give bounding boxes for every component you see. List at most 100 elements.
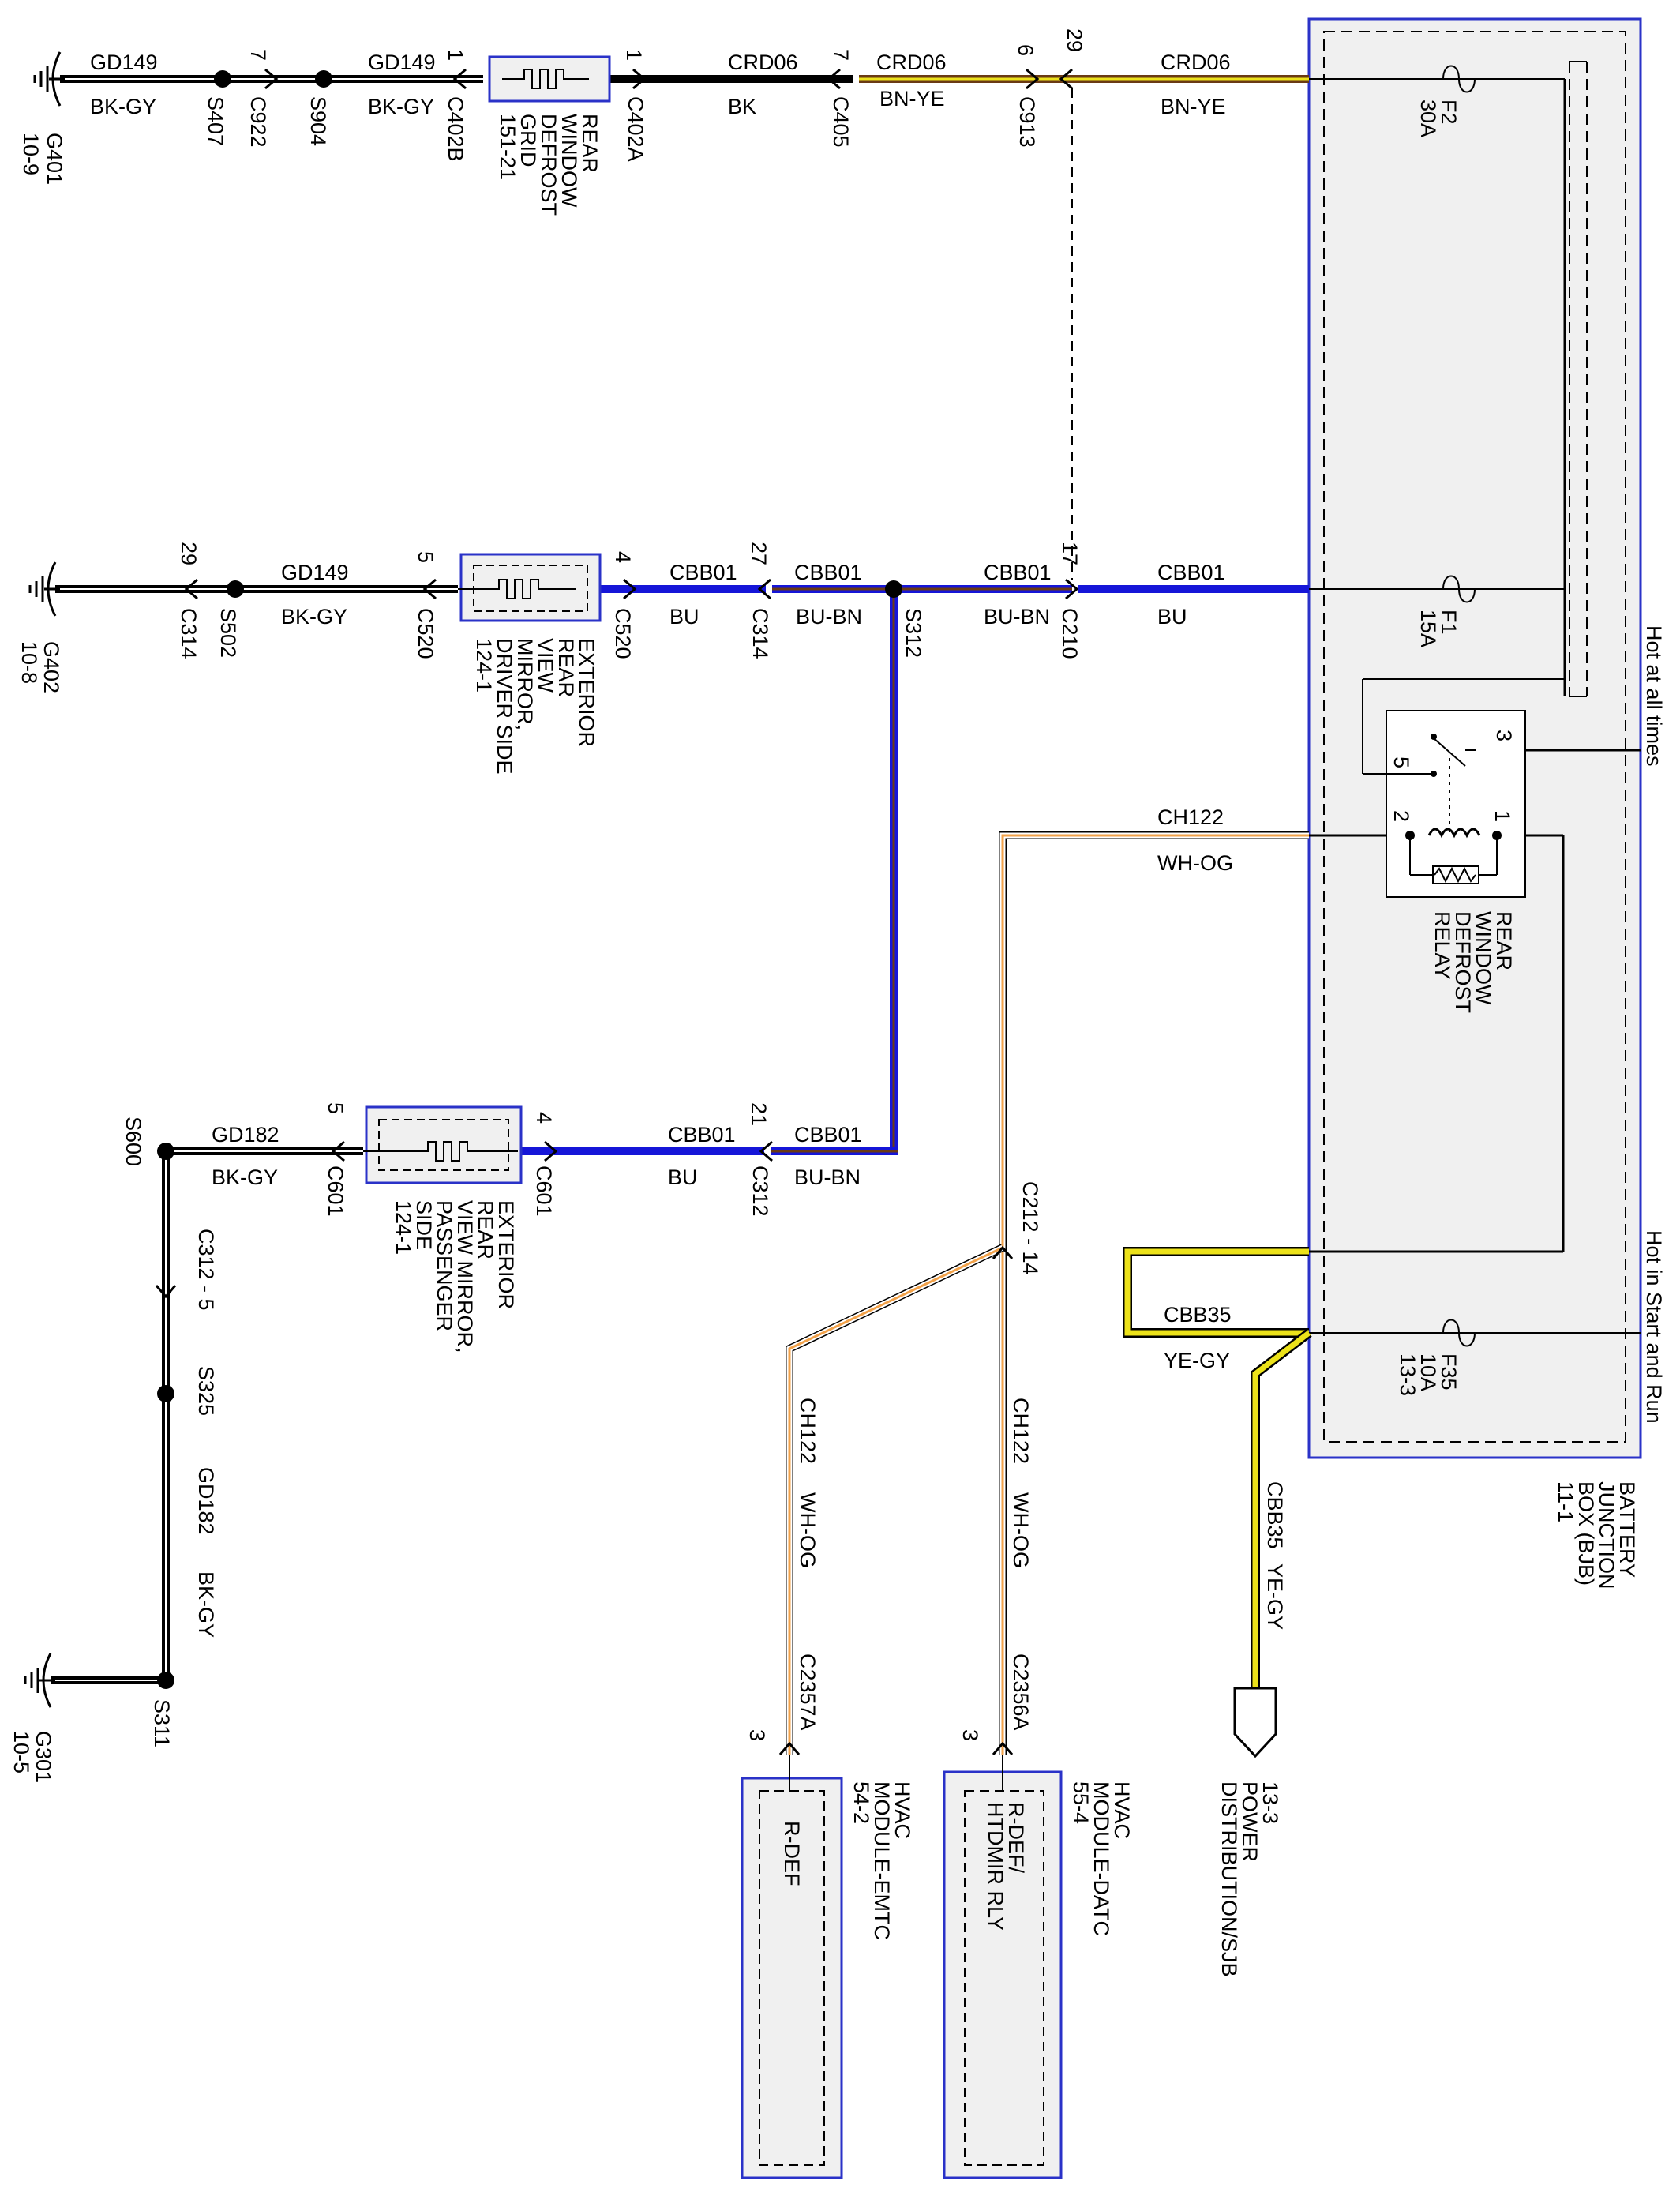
wire-cbb35-down-fill [1252, 1331, 1311, 1688]
wire-label-circuit: GD149 [281, 561, 349, 584]
hot-in-start-run-label: Hot in Start and Run [1642, 1230, 1666, 1424]
fuse-label: F35 [1437, 1353, 1461, 1391]
wire-label-circuit: CBB35 [1263, 1481, 1287, 1549]
fuse-f1-icon [1442, 575, 1476, 603]
conn-c2357a-icon [778, 1741, 801, 1755]
wire-label-circuit: GD182 [212, 1123, 279, 1147]
wire-label-color: BK [728, 95, 756, 118]
ground-icon [28, 561, 60, 617]
component-line: DEFROST [537, 114, 561, 216]
bjb-title-line: BATTERY [1615, 1481, 1639, 1578]
connector-label: C402B [444, 96, 467, 162]
wire-label-circuit: CH122 [1157, 805, 1224, 829]
conn-c402a-icon [632, 68, 647, 90]
splice-label: S407 [204, 96, 227, 146]
relay-node-2 [1405, 831, 1415, 840]
component-line: PASSENGER [433, 1200, 456, 1331]
ground-label: G402 [39, 641, 63, 693]
connector-label: C210 [1058, 608, 1082, 659]
conn-c210-icon [1065, 578, 1079, 600]
hvac-line: HVAC [891, 1781, 914, 1839]
conn-c913-icon [1026, 68, 1040, 90]
relay-contact-3 [1431, 734, 1437, 740]
wire-label-circuit: CH122 [1009, 1398, 1033, 1464]
wire-label-color: YE-GY [1263, 1563, 1287, 1630]
relay-coil [1427, 828, 1481, 839]
wire-label-circuit: CBB35 [1164, 1303, 1232, 1327]
relay-pin-label: 2 [1389, 810, 1413, 822]
splice-s311 [157, 1672, 174, 1689]
component-line: 151-21 [496, 114, 519, 180]
wire-label-color: WH-OG [1157, 851, 1233, 875]
wire-label-color: WH-OG [796, 1492, 819, 1568]
relay-label: REAR WINDOW DEFROST RELAY [1431, 911, 1516, 1013]
wire-ch122-branch-fill [786, 1244, 1004, 1755]
splice-s325 [157, 1385, 174, 1402]
conn-c314b-icon [757, 578, 771, 600]
hvac-line: MODULE-EMTC [870, 1781, 894, 1940]
wire-label-color: BN-YE [879, 87, 945, 111]
ground-icon [33, 51, 65, 107]
passenger-mirror-heater-icon [363, 1141, 518, 1162]
conn-c601a-icon [331, 1140, 345, 1162]
wire-label-circuit: CRD06 [876, 51, 947, 74]
conn-c312-vert-icon [155, 1285, 177, 1299]
component-line: DRIVER SIDE [493, 638, 516, 775]
hvac-emtc-function: R-DEF [780, 1821, 804, 1886]
conn-c402b-icon [452, 68, 467, 90]
splice-s407 [214, 70, 231, 88]
pin-label: 7 [829, 49, 853, 61]
component-line: VIEW [534, 638, 557, 693]
wire-label-color: BK-GY [281, 605, 347, 629]
conn-c312-icon [759, 1140, 773, 1162]
driver-mirror-heater-icon [458, 579, 576, 599]
splice-label: S325 [194, 1366, 218, 1416]
wire-label-color: BU [669, 605, 699, 629]
connector-label: C405 [829, 96, 853, 148]
conn-c520b-icon [623, 578, 637, 600]
pin-label: 3 [958, 1729, 982, 1741]
connector-label: C2356A [1009, 1653, 1033, 1731]
connector-label: C314 [177, 608, 201, 659]
connector-label: C922 [246, 96, 270, 148]
ground-ref: 10-5 [9, 1731, 33, 1773]
wire-label-color: BN-YE [1161, 95, 1226, 118]
conn-c922-icon [264, 68, 279, 90]
ground-ref: 10-9 [19, 133, 43, 175]
hvac-emtc-inner [759, 1790, 825, 2166]
power-dist-connector-icon [1233, 1687, 1277, 1758]
power-dist-line: 13-3 [1258, 1781, 1282, 1824]
component-line: REAR [554, 638, 578, 697]
wire-label-color: BU-BN [794, 1165, 861, 1189]
conn-c2356a-icon [992, 1741, 1014, 1755]
conn-c520a-icon [422, 578, 437, 600]
fuse-ref: 13-3 [1396, 1353, 1419, 1396]
fuse-label: F1 [1437, 610, 1461, 635]
splice-s502 [227, 580, 244, 598]
wire-label-color: WH-OG [1009, 1492, 1033, 1568]
relay-resistor-zigzag [1434, 866, 1476, 884]
pin-label: 17 [1058, 542, 1082, 565]
wire-label-color: BU-BN [984, 605, 1050, 629]
component-line: WINDOW [557, 114, 581, 208]
wire-label-circuit: CRD06 [1161, 51, 1231, 74]
connector-label: C520 [414, 608, 437, 659]
wire-ch122-main-stripe [1001, 834, 1309, 1755]
relay-line: REAR [1492, 911, 1516, 970]
wire-ch122-branch [786, 1244, 1005, 1755]
pin-label: 1 [444, 49, 467, 61]
driver-mirror-label: EXTERIOR REAR VIEW MIRROR, DRIVER SIDE 1… [472, 638, 598, 775]
pin-label: 1 [622, 49, 646, 61]
fuse-label: F2 [1437, 99, 1461, 125]
wire-label-color: BU [1157, 605, 1187, 629]
connector-label: C2357A [796, 1653, 819, 1731]
wire-label-circuit: CBB01 [794, 1123, 862, 1147]
wire-label-color: BK-GY [368, 95, 434, 118]
fuse-f2-icon [1442, 65, 1476, 93]
hvac-line: HVAC [1110, 1781, 1134, 1839]
wire-label-color: BU [668, 1165, 698, 1189]
wire-label-circuit: CBB01 [668, 1123, 736, 1147]
pin-label: 3 [745, 1729, 769, 1741]
pin-label: 21 [747, 1102, 771, 1126]
